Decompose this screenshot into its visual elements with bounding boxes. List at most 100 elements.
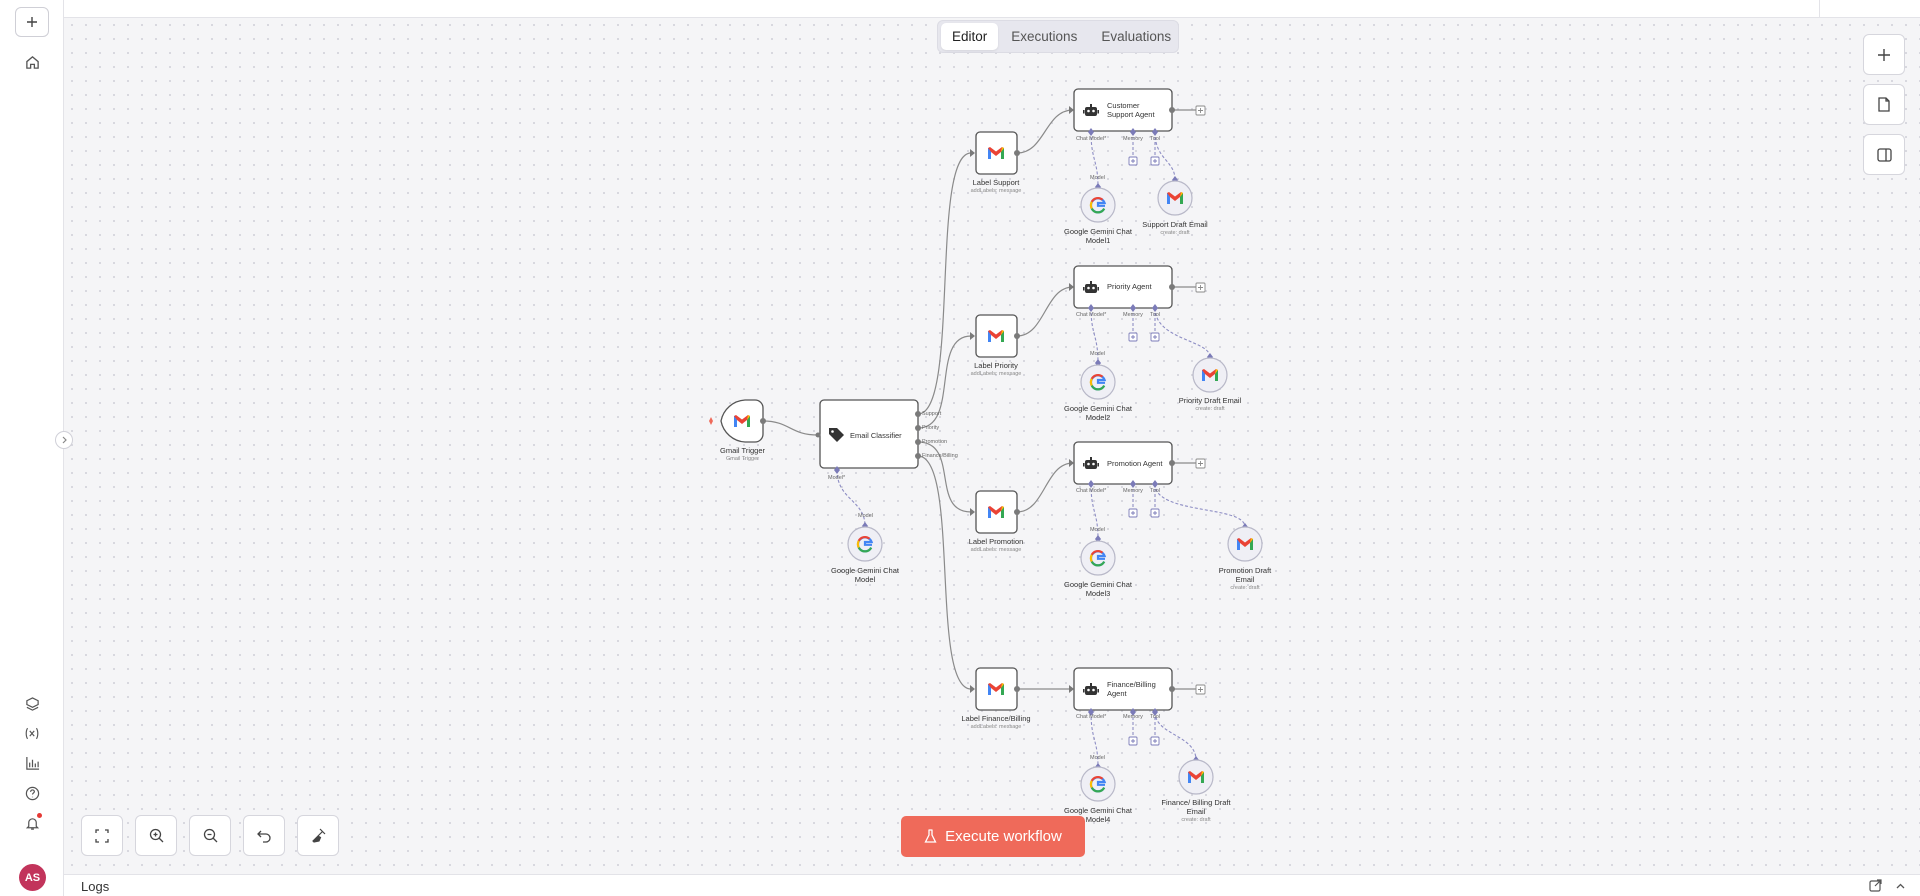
output-support-label: Support — [922, 411, 942, 417]
label-priority-node[interactable] — [970, 314, 1020, 358]
agent-support-memory-port: Memory — [1123, 136, 1143, 142]
agent-priority-node[interactable] — [1069, 265, 1175, 312]
variables-button[interactable] — [15, 718, 49, 748]
home-button[interactable] — [15, 47, 49, 77]
draft-support-node[interactable] — [1157, 180, 1193, 216]
agent-finance-title-1: Finance/Billing — [1107, 680, 1156, 689]
gemini3-label-1: Google Gemini Chat — [1064, 580, 1132, 589]
output-priority-label: Priority — [922, 425, 940, 431]
add-output-plus-marks — [1198, 108, 1203, 692]
label-support-node[interactable] — [970, 131, 1020, 175]
draft-promotion-label-2: Email — [1235, 575, 1255, 584]
gemini3-node[interactable] — [1080, 540, 1116, 576]
undo-button[interactable] — [243, 815, 285, 856]
tab-editor[interactable]: Editor — [941, 23, 999, 50]
draft-promotion-label-1: Promotion Draft — [1218, 566, 1272, 575]
draft-support-label: Support Draft Email — [1142, 220, 1208, 229]
zoom-out-button[interactable] — [189, 815, 231, 856]
gemini4-node[interactable] — [1080, 766, 1116, 802]
gemini2-port-label: Model — [1090, 351, 1105, 357]
zoom-in-button[interactable] — [135, 815, 177, 856]
popout-logs-button[interactable] — [1869, 879, 1882, 896]
add-connection-plus-marks — [1131, 159, 1157, 743]
tags-icon — [829, 428, 844, 442]
gemini-main-label-line1: Google Gemini Chat Model — [831, 566, 899, 584]
draft-promotion-node[interactable] — [1227, 526, 1263, 562]
plus-icon — [27, 17, 37, 27]
draft-priority-label: Priority Draft Email — [1178, 396, 1242, 405]
add-sticky-note-button[interactable] — [1863, 84, 1905, 125]
box-icon — [25, 696, 39, 711]
avatar[interactable]: AS — [19, 864, 46, 891]
label-finance-sublabel: addLabels: message — [970, 724, 1022, 730]
agent-promotion-chat-model-port: Chat Model* — [1076, 488, 1107, 494]
logs-panel[interactable]: Logs — [64, 874, 1920, 896]
gemini2-label-1: Google Gemini Chat — [1064, 404, 1132, 413]
agent-support-node[interactable] — [1069, 88, 1175, 136]
agent-support-tool-port: Tool — [1150, 136, 1161, 142]
home-icon — [25, 55, 39, 69]
undo-icon — [256, 830, 271, 843]
email-classifier-node[interactable] — [815, 399, 922, 530]
flask-icon — [924, 829, 937, 843]
left-sidebar: AS — [0, 0, 64, 896]
execute-workflow-label: Execute workflow — [945, 828, 1062, 845]
gemini1-port-label: Model — [1090, 175, 1105, 181]
tidy-up-button[interactable] — [297, 815, 339, 856]
broom-icon — [311, 828, 325, 843]
gmail-trigger-node[interactable] — [709, 399, 766, 443]
sticky-note-icon — [1878, 97, 1890, 112]
add-button[interactable] — [15, 7, 49, 37]
label-promotion-node[interactable] — [970, 490, 1020, 534]
gemini1-node[interactable] — [1080, 187, 1116, 223]
chevron-right-icon — [62, 436, 67, 444]
view-tabs: Editor Executions Evaluations — [937, 20, 1179, 53]
variables-icon — [25, 727, 39, 739]
draft-finance-node[interactable] — [1178, 759, 1214, 795]
draft-support-sublabel: create: draft — [1160, 230, 1190, 236]
agent-finance-memory-port: Memory — [1123, 714, 1143, 720]
agent-finance-title-2: Agent — [1107, 689, 1127, 698]
chevron-up-icon — [1896, 883, 1905, 889]
insights-button[interactable] — [15, 748, 49, 778]
popout-icon — [1869, 879, 1882, 892]
agent-finance-node[interactable] — [1069, 667, 1175, 716]
draft-finance-label-1: Finance/ Billing Draft — [1161, 798, 1231, 807]
bell-icon — [25, 817, 39, 830]
help-button[interactable] — [15, 778, 49, 808]
tab-executions[interactable]: Executions — [1011, 29, 1078, 44]
draft-priority-node[interactable] — [1192, 357, 1228, 393]
label-support-label: Label Support — [972, 178, 1020, 187]
toggle-panel-button[interactable] — [1863, 134, 1905, 175]
logs-label: Logs — [81, 879, 110, 894]
expand-logs-button[interactable] — [1895, 879, 1906, 896]
agent-promotion-title: Promotion Agent — [1107, 459, 1163, 468]
sub-connections — [836, 131, 1246, 768]
draft-promotion-sublabel: create: draft — [1230, 585, 1260, 591]
output-promotion-label: Promotion — [922, 439, 948, 445]
gemini-main-node[interactable] — [847, 526, 883, 562]
label-promotion-sublabel: addLabels: message — [970, 547, 1022, 553]
notifications-button[interactable] — [15, 808, 49, 838]
add-node-button[interactable] — [1863, 34, 1905, 75]
fit-view-button[interactable] — [81, 815, 123, 856]
label-priority-sublabel: addLabels: message — [970, 371, 1022, 377]
draft-finance-label-2: Email — [1186, 807, 1206, 816]
gemini1-label-2: Model1 — [1085, 236, 1111, 245]
tab-evaluations[interactable]: Evaluations — [1101, 29, 1172, 44]
gemini3-label-2: Model3 — [1085, 589, 1111, 598]
agent-support-title-1: Customer — [1107, 101, 1140, 110]
notification-dot — [37, 813, 42, 818]
expand-sidebar-button[interactable] — [55, 431, 73, 449]
agent-finance-chat-model-port: Chat Model* — [1076, 714, 1107, 720]
execute-workflow-button[interactable]: Execute workflow — [901, 816, 1085, 857]
zoom-out-icon — [203, 828, 217, 843]
templates-button[interactable] — [15, 689, 49, 719]
agent-support-title-2: Support Agent — [1107, 110, 1155, 119]
label-finance-node[interactable] — [970, 667, 1020, 711]
agent-promotion-node[interactable] — [1069, 441, 1175, 488]
agent-priority-title: Priority Agent — [1107, 282, 1152, 291]
gemini2-node[interactable] — [1080, 364, 1116, 400]
agent-priority-memory-port: Memory — [1123, 312, 1143, 318]
